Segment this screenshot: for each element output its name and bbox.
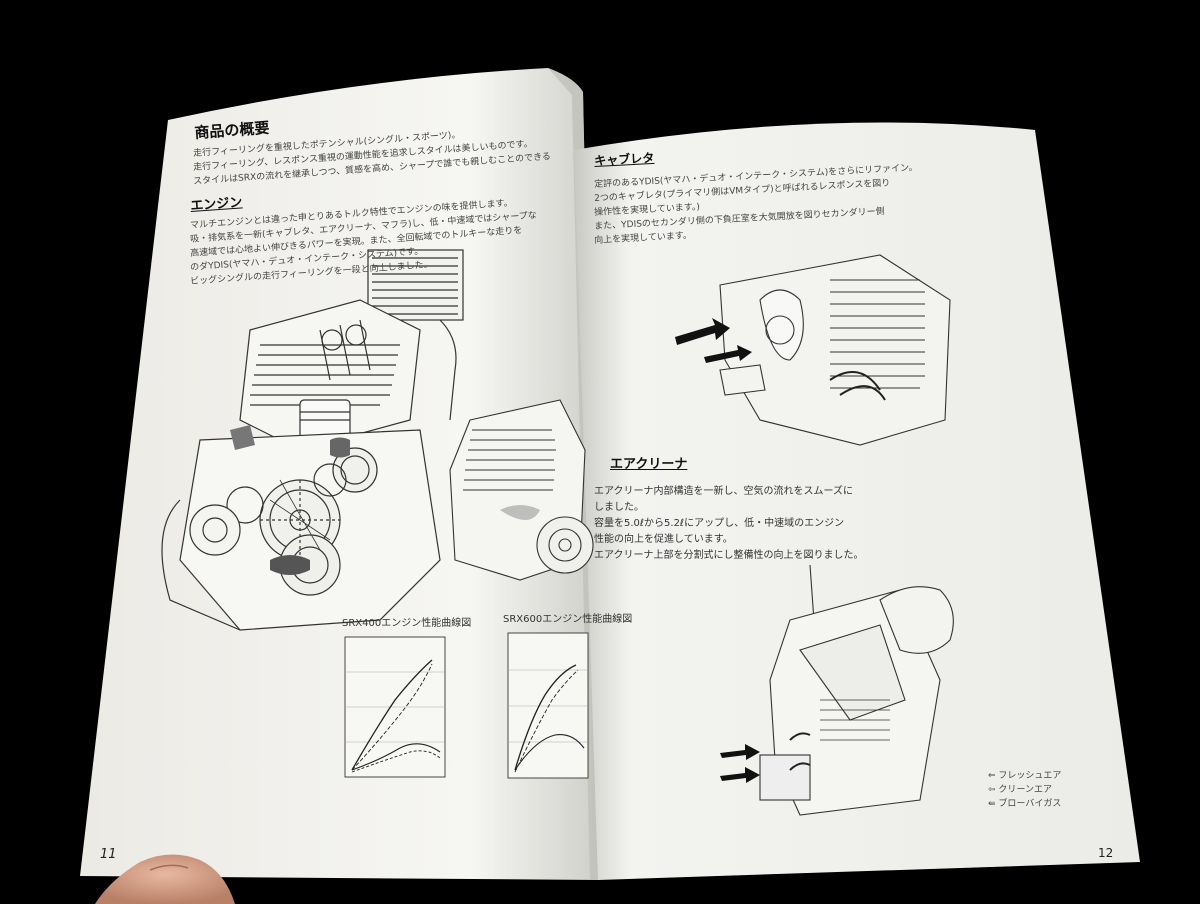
legend-fresh-air: ⇐ フレッシュエア	[988, 771, 1062, 781]
chart-srx400	[344, 636, 446, 778]
engine-heading: エンジン	[189, 195, 243, 214]
carburetor-illustration	[675, 254, 951, 446]
air-cleaner-illustration	[720, 564, 954, 816]
air-cleaner-heading: エアクリーナ	[610, 457, 688, 472]
air-line-4: 性能の向上を促進しています。	[594, 534, 733, 545]
air-line-5: エアクリーナ上部を分割式にし整備性の向上を図りました。	[594, 550, 864, 561]
legend-blowby-gas: ⇚ ブローバイガス	[988, 799, 1062, 809]
legend-clean-air-label: クリーンエア	[998, 785, 1052, 795]
engine-exterior-illustration	[449, 399, 594, 581]
legend-blowby-gas-label: ブローバイガス	[998, 799, 1062, 809]
chart-600-title: SRX600エンジン性能曲線図	[503, 614, 633, 625]
page-number-right: 12	[1098, 846, 1114, 860]
legend-clean-air: ⇦ クリーンエア	[988, 785, 1052, 795]
air-line-2: しました。	[594, 502, 644, 513]
right-page	[574, 122, 1140, 880]
carb-heading: キャブレタ	[593, 150, 655, 168]
air-line-3: 容量を5.0ℓから5.2ℓにアップし、低・中速域のエンジン	[594, 518, 845, 529]
chart-400-title: SRX400エンジン性能曲線図	[342, 618, 472, 629]
hand-thumb	[95, 854, 235, 904]
legend-fresh-air-label: フレッシュエア	[998, 771, 1062, 781]
chart-srx600	[507, 632, 589, 779]
engine-cutaway-illustration	[161, 249, 464, 631]
page-number-left: 11	[100, 847, 117, 862]
air-line-1: エアクリーナ内部構造を一新し、空気の流れをスムーズに	[594, 486, 853, 497]
